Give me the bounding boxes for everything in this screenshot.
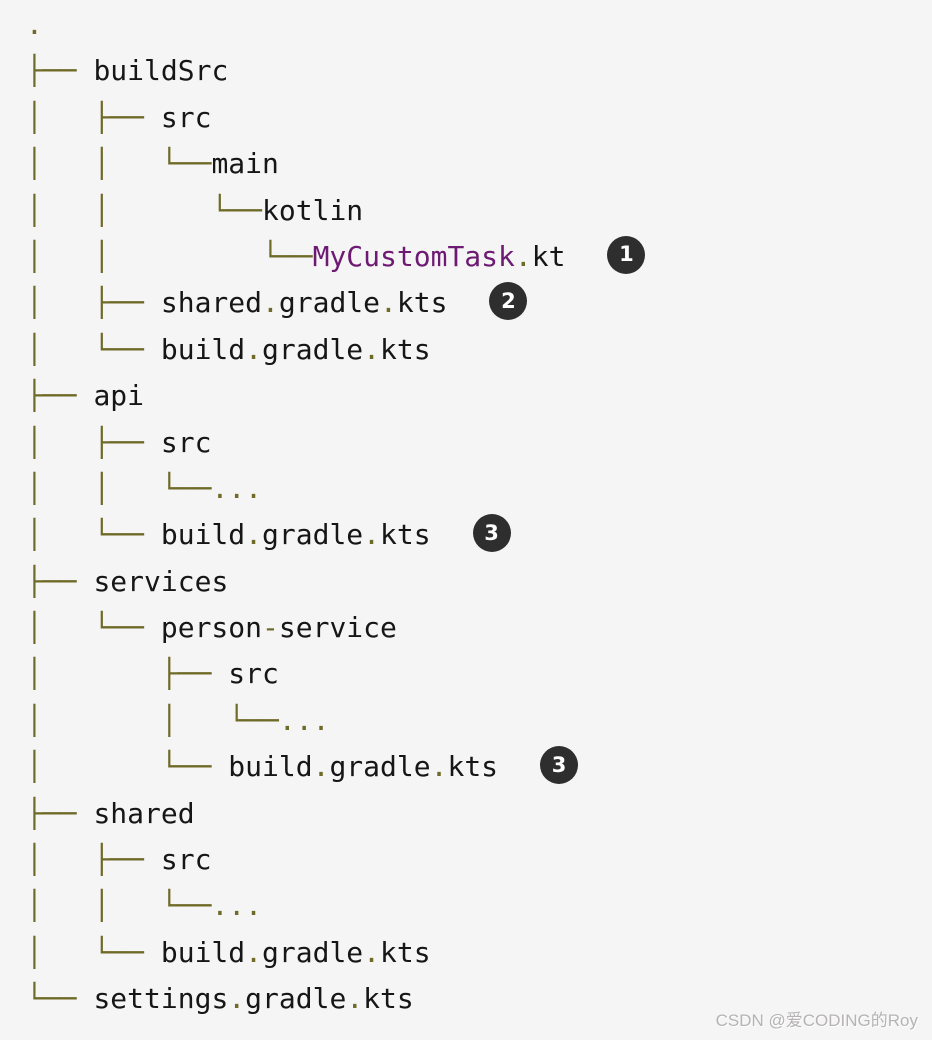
tree-entry-text: shared (160, 286, 263, 320)
tree-entry-text: ... (278, 703, 330, 737)
tree-branch-glyphs: │ ├── (26, 657, 229, 691)
tree-branch-glyphs: │ │ └── (26, 147, 212, 181)
tree-branch-glyphs: │ │ └── (26, 193, 263, 227)
tree-entry-text: - (262, 611, 279, 645)
tree-entry-text: gradle (329, 750, 431, 784)
tree-branch-glyphs: ├── (26, 54, 94, 88)
tree-entry-text: . (245, 935, 263, 969)
tree-entry-text: kts (396, 286, 448, 320)
tree-branch-glyphs: │ │ └── (26, 239, 313, 273)
tree-branch-glyphs: │ ├── (26, 425, 161, 459)
callout-badge-3: 3 (472, 514, 511, 553)
tree-entry-text: . (430, 750, 448, 784)
tree-line: ├── services (26, 559, 932, 605)
tree-entry-text: kt (531, 239, 566, 273)
tree-branch-glyphs: │ └── (26, 518, 161, 552)
tree-entry-text: build (160, 332, 246, 366)
tree-line: │ └── person-service (26, 605, 932, 651)
tree-entry-text: kts (447, 750, 499, 784)
tree-entry-text: kotlin (262, 193, 364, 227)
tree-entry-text: . (245, 518, 263, 552)
tree-branch-glyphs: │ └── (26, 332, 161, 366)
tree-entry-text: gradle (245, 982, 347, 1016)
tree-entry-text: kts (363, 982, 414, 1016)
tree-entry-text: . (262, 286, 279, 320)
tree-branch-glyphs: ├── (26, 379, 94, 413)
tree-entry-text: buildSrc (93, 54, 229, 88)
tree-entry-text: person (160, 611, 263, 645)
tree-line: │ │ └──main (26, 141, 932, 187)
callout-badge-2: 2 (489, 282, 528, 321)
tree-branch-glyphs: │ │ └── (26, 889, 212, 923)
tree-branch-glyphs: │ ├── (26, 843, 161, 877)
tree-entry-text: gradle (262, 332, 364, 366)
tree-entry-text: build (160, 935, 246, 969)
tree-entry-text: service (278, 611, 397, 645)
tree-line: └── settings.gradle.kts (26, 976, 932, 1022)
tree-entry-text: services (93, 564, 229, 598)
tree-entry-text: src (228, 657, 279, 691)
tree-entry-text: build (228, 750, 313, 784)
tree-branch-glyphs: │ └── (26, 935, 161, 969)
tree-entry-text: src (160, 100, 212, 134)
tree-entry-text: . (245, 332, 263, 366)
tree-entry-text: . (26, 8, 43, 41)
tree-entry-text: MyCustomTask (312, 239, 515, 273)
tree-line: │ └── build.gradle.kts (26, 930, 932, 976)
tree-entry-text: settings (93, 982, 229, 1016)
tree-entry-text: src (160, 843, 212, 877)
tree-line: │ │ └──... (26, 466, 932, 512)
tree-branch-glyphs: │ ├── (26, 100, 161, 134)
tree-entry-text: gradle (278, 286, 381, 320)
tree-branch-glyphs: └── (26, 982, 94, 1016)
tree-line: │ │ └──kotlin (26, 188, 932, 234)
tree-entry-text: main (211, 147, 279, 181)
tree-branch-glyphs: ├── (26, 796, 94, 830)
watermark: CSDN @爱CODING的Roy (715, 1011, 918, 1030)
tree-line: │ ├── src (26, 95, 932, 141)
tree-branch-glyphs: │ │ └── (26, 703, 279, 737)
tree-entry-text: gradle (262, 518, 364, 552)
tree-branch-glyphs: │ ├── (26, 286, 161, 320)
tree-entry-text: . (514, 239, 532, 273)
tree-entry-text: kts (380, 518, 431, 552)
tree-branch-glyphs: ├── (26, 564, 94, 598)
tree-branch-glyphs: │ └── (26, 750, 229, 784)
tree-line: ├── api (26, 373, 932, 419)
callout-badge-3: 3 (540, 746, 579, 785)
tree-entry-text: . (228, 982, 246, 1016)
tree-line: ├── buildSrc (26, 48, 932, 94)
tree-entry-text: kts (380, 332, 431, 366)
tree-line: │ ├── src (26, 837, 932, 883)
tree-entry-text: . (363, 332, 381, 366)
tree-line: │ ├── src (26, 651, 932, 697)
tree-entry-text: api (93, 379, 145, 413)
tree-entry-text: build (160, 518, 246, 552)
tree-line: │ └── build.gradle.kts (26, 327, 932, 373)
tree-entry-text: ... (211, 889, 263, 923)
tree-branch-glyphs: │ │ └── (26, 471, 212, 505)
tree-entry-text: . (363, 935, 381, 969)
tree-line: │ │ └──MyCustomTask.kt 1 (26, 234, 932, 280)
tree-entry-text: . (312, 750, 330, 784)
tree-entry-text: src (160, 425, 212, 459)
tree-entry-text: . (380, 286, 397, 320)
tree-entry-text: shared (93, 796, 195, 830)
tree-entry-text: . (346, 982, 364, 1016)
tree-line: │ ├── src (26, 420, 932, 466)
tree-entry-text: ... (211, 471, 263, 505)
tree-line: . (26, 2, 932, 48)
callout-badge-1: 1 (607, 235, 646, 274)
tree-branch-glyphs: │ └── (26, 611, 161, 645)
tree-entry-text: gradle (262, 935, 364, 969)
tree-entry-text: kts (380, 935, 431, 969)
tree-line: ├── shared (26, 791, 932, 837)
tree-line: │ │ └──... (26, 698, 932, 744)
tree-entry-text: . (363, 518, 381, 552)
tree-line: │ │ └──... (26, 883, 932, 929)
